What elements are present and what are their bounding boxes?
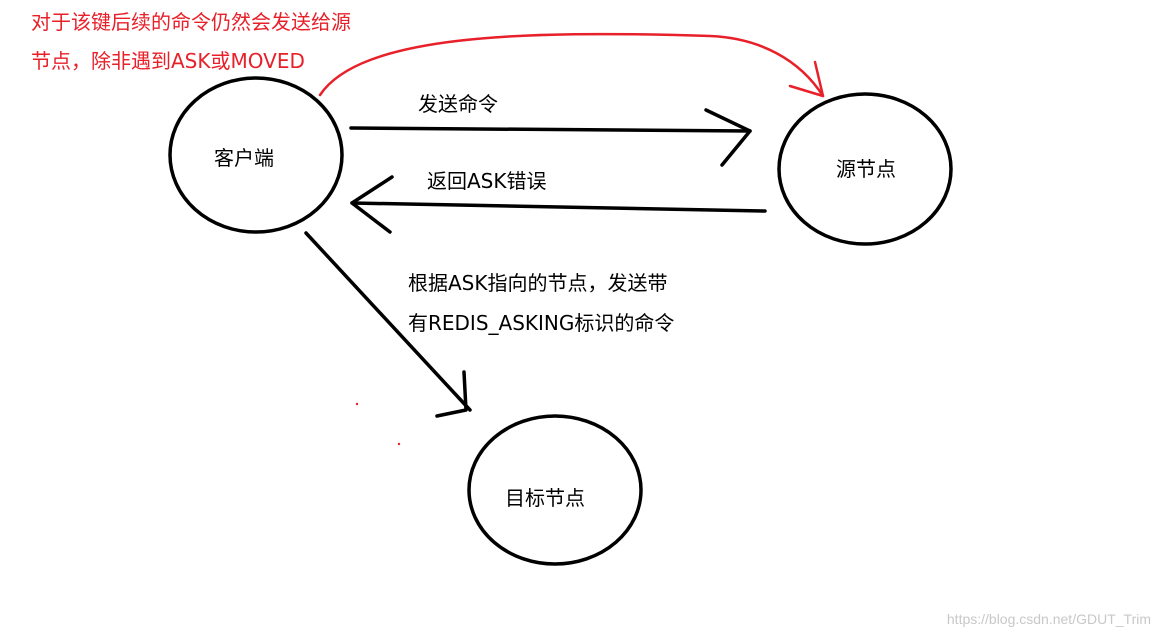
client-node-label: 客户端 [214,146,274,170]
watermark: https://blog.csdn.net/GDUT_Trim [946,611,1151,627]
red-note-line-1: 对于该键后续的命令仍然会发送给源 [31,10,351,34]
target-node [467,414,643,566]
redirect-label-line-1: 根据ASK指向的节点，发送带 [408,271,668,295]
redirect-label-line-2: 有REDIS_ASKING标识的命令 [408,311,675,335]
return-ask-arrow [350,201,767,213]
redirect-arrowhead [435,370,468,418]
target-node-label: 目标节点 [505,486,585,510]
send-command-label: 发送命令 [418,92,498,116]
client-node [168,76,344,234]
red-curve-arrow [318,32,825,98]
source-node [777,92,953,246]
source-node-label: 源节点 [836,157,896,181]
send-command-arrowhead [704,108,752,167]
return-ask-arrowhead [350,175,394,234]
stray-dot [355,402,359,406]
stray-dot [397,442,401,446]
return-ask-label: 返回ASK错误 [427,169,547,193]
redirect-arrow [304,231,472,412]
red-note-line-2: 节点，除非遇到ASK或MOVED [31,49,305,73]
red-arrowhead [788,60,825,98]
send-command-arrow [349,126,752,133]
